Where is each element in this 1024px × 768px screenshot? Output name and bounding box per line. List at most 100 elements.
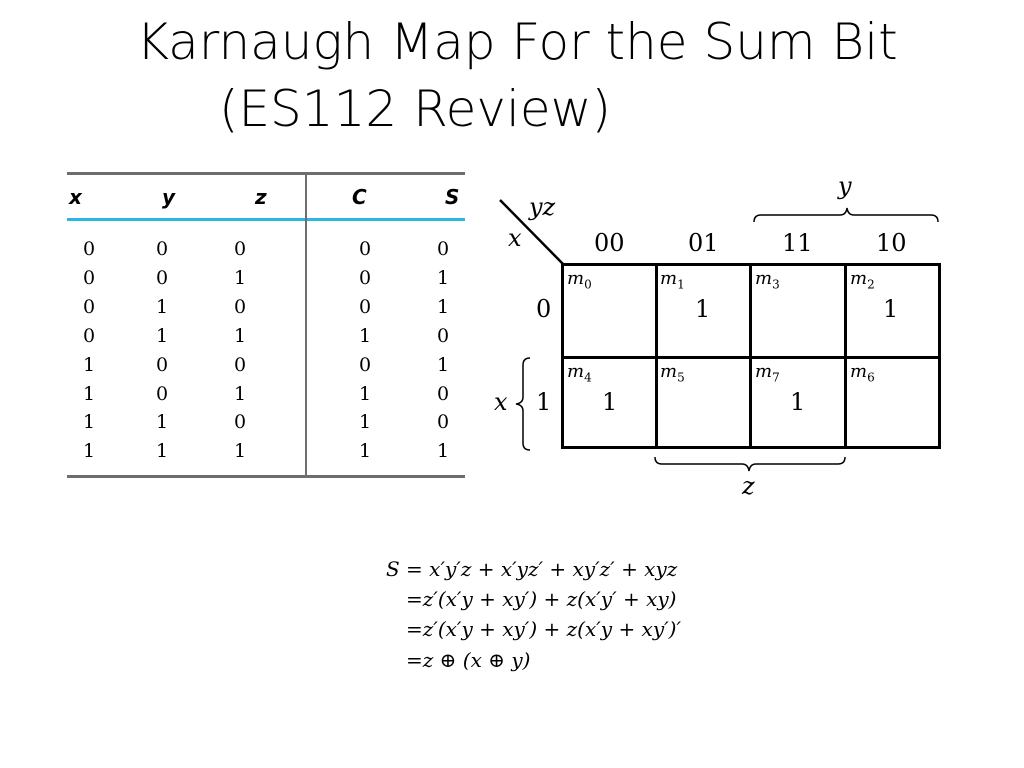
table-cell: 0 <box>233 353 247 376</box>
table-cell: 1 <box>82 411 96 434</box>
col-label-10: 10 <box>876 229 907 257</box>
minterm-index: 1 <box>677 277 685 292</box>
table-cell: 0 <box>155 238 169 260</box>
page-title: Karnaugh Map For the Sum Bit <box>136 13 898 71</box>
minterm-letter: m <box>567 361 585 382</box>
table-cell: 0 <box>233 411 247 434</box>
minterm-index: 5 <box>677 370 685 385</box>
corner-diagonal <box>499 199 564 265</box>
row-label-1: 1 <box>536 388 552 416</box>
minterm-letter: m <box>755 268 773 289</box>
table-cell: 0 <box>436 238 450 260</box>
table-cell: 1 <box>155 295 169 318</box>
truth-table: x y z C S 0 0 0 0 0 0 0 1 0 1 0 1 0 0 1 0 1 1 1 0 1 0 0 0 1 1 0 1 1 0… <box>67 172 465 478</box>
table-cell: 1 <box>233 440 247 463</box>
minterm-letter: m <box>755 361 773 382</box>
minterm-index: 0 <box>584 277 592 292</box>
table-cell: 1 <box>233 382 247 405</box>
table-cell: 1 <box>436 266 450 289</box>
grid-line <box>564 356 938 359</box>
table-cell: 0 <box>233 238 247 260</box>
table-cell: 1 <box>233 324 247 347</box>
table-cell: 1 <box>358 440 372 463</box>
equation-line-2: =z′(x′y + xy′) + z(x′y′ + xy) <box>406 587 677 611</box>
minterm-index: 3 <box>772 277 780 292</box>
header-z: z <box>255 185 267 209</box>
table-cell: 1 <box>358 411 372 434</box>
top-brace-label: y <box>838 172 852 200</box>
table-bottom-rule <box>67 475 465 478</box>
bottom-brace <box>654 456 846 472</box>
minterm-label: m3 <box>755 268 780 292</box>
table-cell: 0 <box>436 382 450 405</box>
table-cell: 1 <box>155 440 169 463</box>
table-cell: 0 <box>82 295 96 318</box>
minterm-index: 4 <box>584 370 592 385</box>
minterm-label: m6 <box>850 361 875 385</box>
table-cell: 0 <box>82 324 96 347</box>
cell-value: 1 <box>602 388 618 416</box>
col-label-11: 11 <box>782 229 813 257</box>
table-cell: 1 <box>155 411 169 434</box>
table-cell: 0 <box>436 411 450 434</box>
page-subtitle: (ES112 Review) <box>218 80 612 138</box>
equation-line-1: S = x′y′z + x′yz′ + xy′z′ + xyz <box>386 557 678 581</box>
col-label-01: 01 <box>688 229 719 257</box>
corner-col-variable: yz <box>529 193 556 221</box>
kmap-grid <box>561 263 941 449</box>
minterm-index: 6 <box>867 370 875 385</box>
cell-value: 1 <box>695 295 711 323</box>
table-cell: 1 <box>436 353 450 376</box>
table-cell: 0 <box>436 324 450 347</box>
table-cell: 0 <box>82 266 96 289</box>
table-cell: 1 <box>82 382 96 405</box>
table-cell: 1 <box>82 440 96 463</box>
header-y: y <box>162 185 176 209</box>
table-cell: 1 <box>436 440 450 463</box>
table-cell: 1 <box>358 382 372 405</box>
table-cell: 0 <box>358 266 372 289</box>
table-cell: 1 <box>358 324 372 347</box>
table-cell: 0 <box>155 382 169 405</box>
table-cell: 1 <box>155 324 169 347</box>
equation-line-4: =z ⊕ (x ⊕ y) <box>406 648 531 672</box>
table-cell: 0 <box>358 238 372 260</box>
minterm-label: m5 <box>660 361 685 385</box>
minterm-letter: m <box>850 268 868 289</box>
cell-value: 1 <box>790 388 806 416</box>
table-cell: 0 <box>155 353 169 376</box>
top-brace <box>753 207 939 223</box>
table-cell: 0 <box>358 295 372 318</box>
minterm-letter: m <box>660 268 678 289</box>
table-cell: 0 <box>155 266 169 289</box>
header-c: C <box>352 185 367 209</box>
table-top-rule <box>67 172 465 175</box>
header-s: S <box>445 185 460 209</box>
left-brace-label: x <box>494 388 508 416</box>
table-cell: 0 <box>358 353 372 376</box>
minterm-index: 2 <box>867 277 875 292</box>
corner-row-variable: x <box>508 224 522 252</box>
minterm-letter: m <box>660 361 678 382</box>
cell-value: 1 <box>883 295 899 323</box>
table-cell: 1 <box>82 353 96 376</box>
minterm-label: m2 <box>850 268 875 292</box>
bottom-brace-label: z <box>742 472 755 500</box>
row-label-0: 0 <box>536 295 552 323</box>
minterm-letter: m <box>850 361 868 382</box>
minterm-letter: m <box>567 268 585 289</box>
table-column-separator <box>305 172 307 478</box>
table-cell: 1 <box>436 295 450 318</box>
header-x: x <box>69 185 82 209</box>
table-cell: 0 <box>233 295 247 318</box>
minterm-label: m4 <box>567 361 592 385</box>
table-cell: 1 <box>233 266 247 289</box>
minterm-label: m0 <box>567 268 592 292</box>
equation-line-3: =z′(x′y + xy′) + z(x′y + xy′)′ <box>406 617 682 641</box>
table-header-rule <box>67 218 465 221</box>
col-label-00: 00 <box>594 229 625 257</box>
table-cell: 0 <box>82 238 96 260</box>
minterm-index: 7 <box>772 370 780 385</box>
